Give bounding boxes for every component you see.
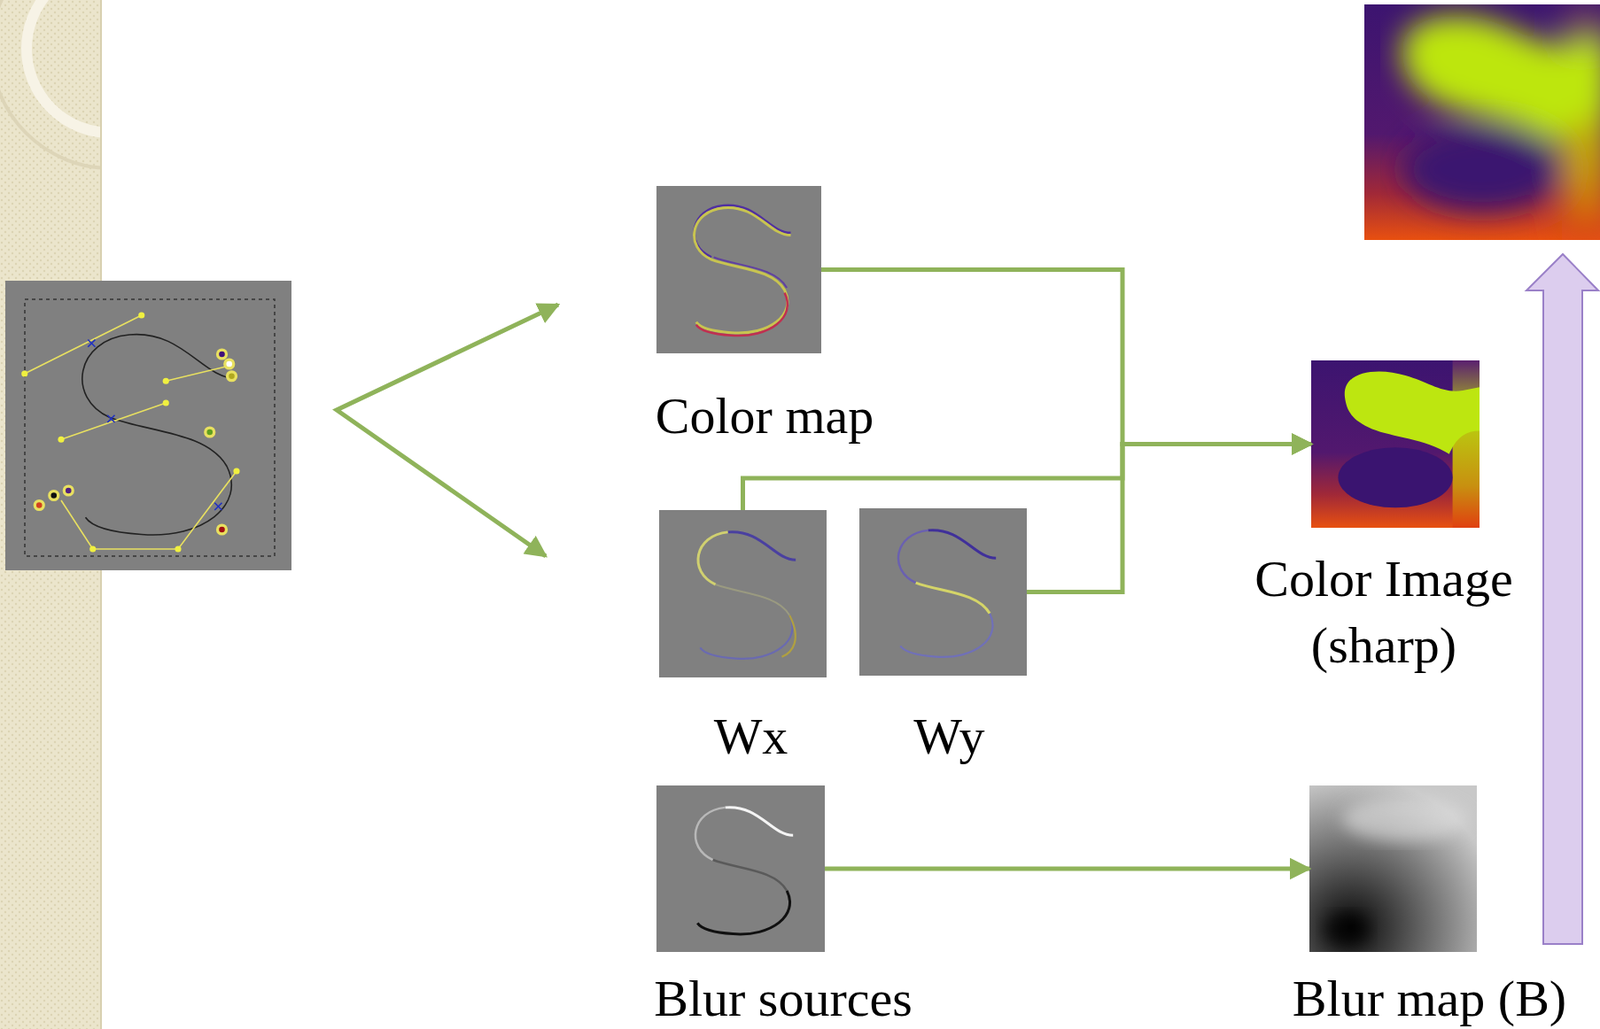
image-panel: Wy — [859, 508, 1027, 676]
curve-editor — [5, 280, 292, 571]
color-map-image — [656, 186, 822, 354]
curve-editor — [21, 311, 240, 552]
curve-editor — [107, 415, 115, 423]
wy-image — [859, 508, 1027, 676]
wy-image — [859, 508, 1027, 676]
image-caption: Wy — [913, 711, 985, 763]
curve-editor — [217, 525, 227, 535]
wx-image — [698, 532, 796, 660]
color-image-blurred — [1401, 4, 1600, 241]
side-stripe — [0, 0, 101, 169]
curve-editor — [165, 366, 227, 382]
image-panel: Wx — [659, 510, 827, 678]
wx-image — [659, 510, 827, 678]
image-panel: Color map — [656, 186, 822, 354]
curve-editor — [34, 349, 236, 535]
blur-sources-image — [695, 807, 793, 935]
curve-editor — [214, 503, 222, 511]
curve-editor — [163, 378, 170, 385]
color-map-image — [694, 207, 792, 334]
curve-editor — [163, 399, 170, 406]
color-map-image — [714, 257, 788, 288]
flow-arrow — [743, 444, 1313, 512]
color-image-blurred — [1401, 15, 1600, 146]
color-map-image — [696, 293, 788, 336]
split-arrow — [336, 304, 559, 557]
blur-map-image — [1324, 914, 1369, 947]
wy-image — [928, 530, 997, 560]
curve-editor — [24, 315, 142, 374]
wx-image — [782, 615, 796, 658]
curve-editor — [233, 467, 240, 474]
curve-editor — [21, 370, 28, 377]
curve-editor — [63, 486, 73, 496]
wx-image — [728, 532, 797, 561]
blur-map-image — [1342, 797, 1467, 842]
color-image-sharp — [1452, 360, 1480, 529]
split-arrow — [336, 304, 559, 557]
curve-editor — [61, 471, 237, 550]
curve-editor — [205, 427, 215, 437]
color-image-blurred — [1364, 4, 1600, 241]
curve-editor — [227, 372, 237, 381]
wy-image — [916, 582, 991, 614]
blur-apply-arrow — [1526, 254, 1599, 945]
wx-image — [698, 532, 729, 585]
color-image-sharp — [1311, 360, 1480, 529]
curve-editor — [61, 403, 166, 440]
blur-sources-image — [725, 807, 794, 837]
blur-apply-arrow — [1526, 254, 1599, 945]
curve-editor — [225, 359, 234, 369]
curve-editor — [49, 491, 59, 501]
image-panel: Color Image (sharp) — [1311, 360, 1480, 529]
image-caption: Wx — [714, 711, 789, 763]
blur-map-image — [1309, 785, 1477, 953]
color-image-sharp — [1337, 447, 1453, 508]
image-panel: Blur sources — [656, 785, 825, 953]
curve-editor — [87, 340, 95, 348]
blur-sources-image — [697, 891, 790, 935]
wy-image — [898, 530, 929, 583]
wx-image — [659, 510, 827, 678]
blur-sources-image — [695, 807, 726, 861]
image-panel: Blur map (B) — [1309, 785, 1477, 953]
blur-sources-image — [656, 785, 825, 953]
color-map-image — [656, 186, 822, 354]
blur-map-image — [1309, 785, 1477, 953]
curve-editor — [138, 311, 145, 319]
side-stripe — [26, 0, 101, 133]
image-caption: Color map — [655, 390, 874, 443]
curve-editor — [24, 315, 237, 550]
curve-editor — [217, 349, 227, 359]
curve-editor — [34, 501, 44, 511]
curve-editor — [57, 436, 64, 443]
curve-editor — [21, 311, 240, 552]
side-stripe — [0, 0, 101, 169]
curve-editor — [89, 545, 96, 552]
color-image-sharp — [1337, 360, 1480, 529]
curve-editor — [24, 299, 275, 557]
blur-sources-image — [713, 860, 788, 892]
curve-editor — [87, 340, 222, 512]
color-image-blurred — [1402, 126, 1563, 212]
wy-image — [898, 530, 996, 658]
blur-sources-image — [656, 785, 825, 953]
color-image-sharp — [1311, 360, 1480, 529]
color-map-image — [694, 205, 792, 336]
curve-editor — [82, 334, 237, 536]
wy-image — [900, 613, 993, 658]
wx-image — [699, 615, 793, 660]
curve-editor — [5, 280, 292, 571]
flow-arrow — [824, 867, 1310, 872]
image-caption: Blur map (B) — [1292, 973, 1567, 1026]
flow-arrow — [821, 270, 1312, 445]
image-caption: Blur sources — [653, 973, 913, 1026]
wx-image — [715, 584, 791, 616]
image-caption: Color Image (sharp) — [1224, 545, 1544, 679]
curve-editor — [174, 545, 181, 552]
color-image-sharp — [1344, 371, 1480, 454]
